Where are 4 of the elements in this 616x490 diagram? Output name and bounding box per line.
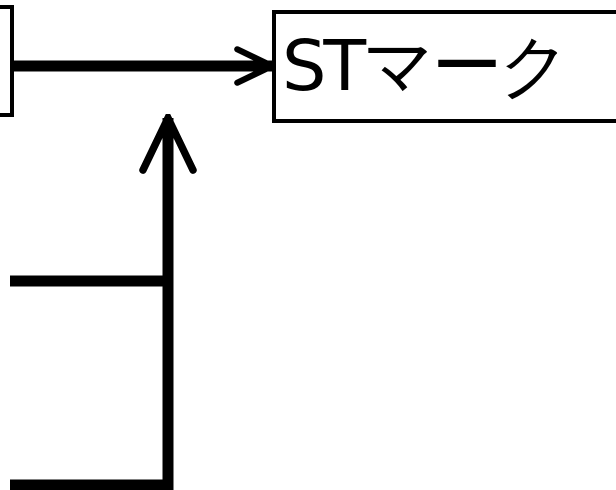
arrow [10,114,197,490]
box-label: STマーク [281,24,568,108]
process-box [0,5,14,117]
process-box [272,10,616,123]
